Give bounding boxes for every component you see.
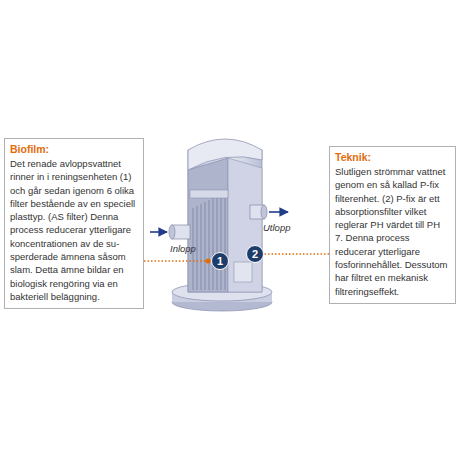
- callout-heading: Biofilm:: [10, 143, 138, 155]
- flow-label: Inlopp: [170, 243, 196, 254]
- dotted-leader: [264, 253, 329, 254]
- callout-body: Slutligen strömmar vattnet genom en så k…: [335, 165, 450, 298]
- dotted-leader: [144, 260, 211, 261]
- callout-heading: Teknik:: [335, 151, 450, 163]
- callout-number: 2: [246, 245, 264, 263]
- callout-digit: 1: [217, 255, 223, 267]
- callout-digit: 2: [252, 248, 258, 260]
- callout-body: Det renade avloppsvattnet rinner in i re…: [10, 157, 138, 303]
- text-callout-box: Biofilm: Det renade avloppsvattnet rinner…: [4, 138, 144, 309]
- flow-label: Utlopp: [263, 222, 290, 233]
- callout-number: 1: [211, 252, 229, 270]
- text-callout-box: Teknik: Slutligen strömmar vattnet genom …: [329, 146, 456, 304]
